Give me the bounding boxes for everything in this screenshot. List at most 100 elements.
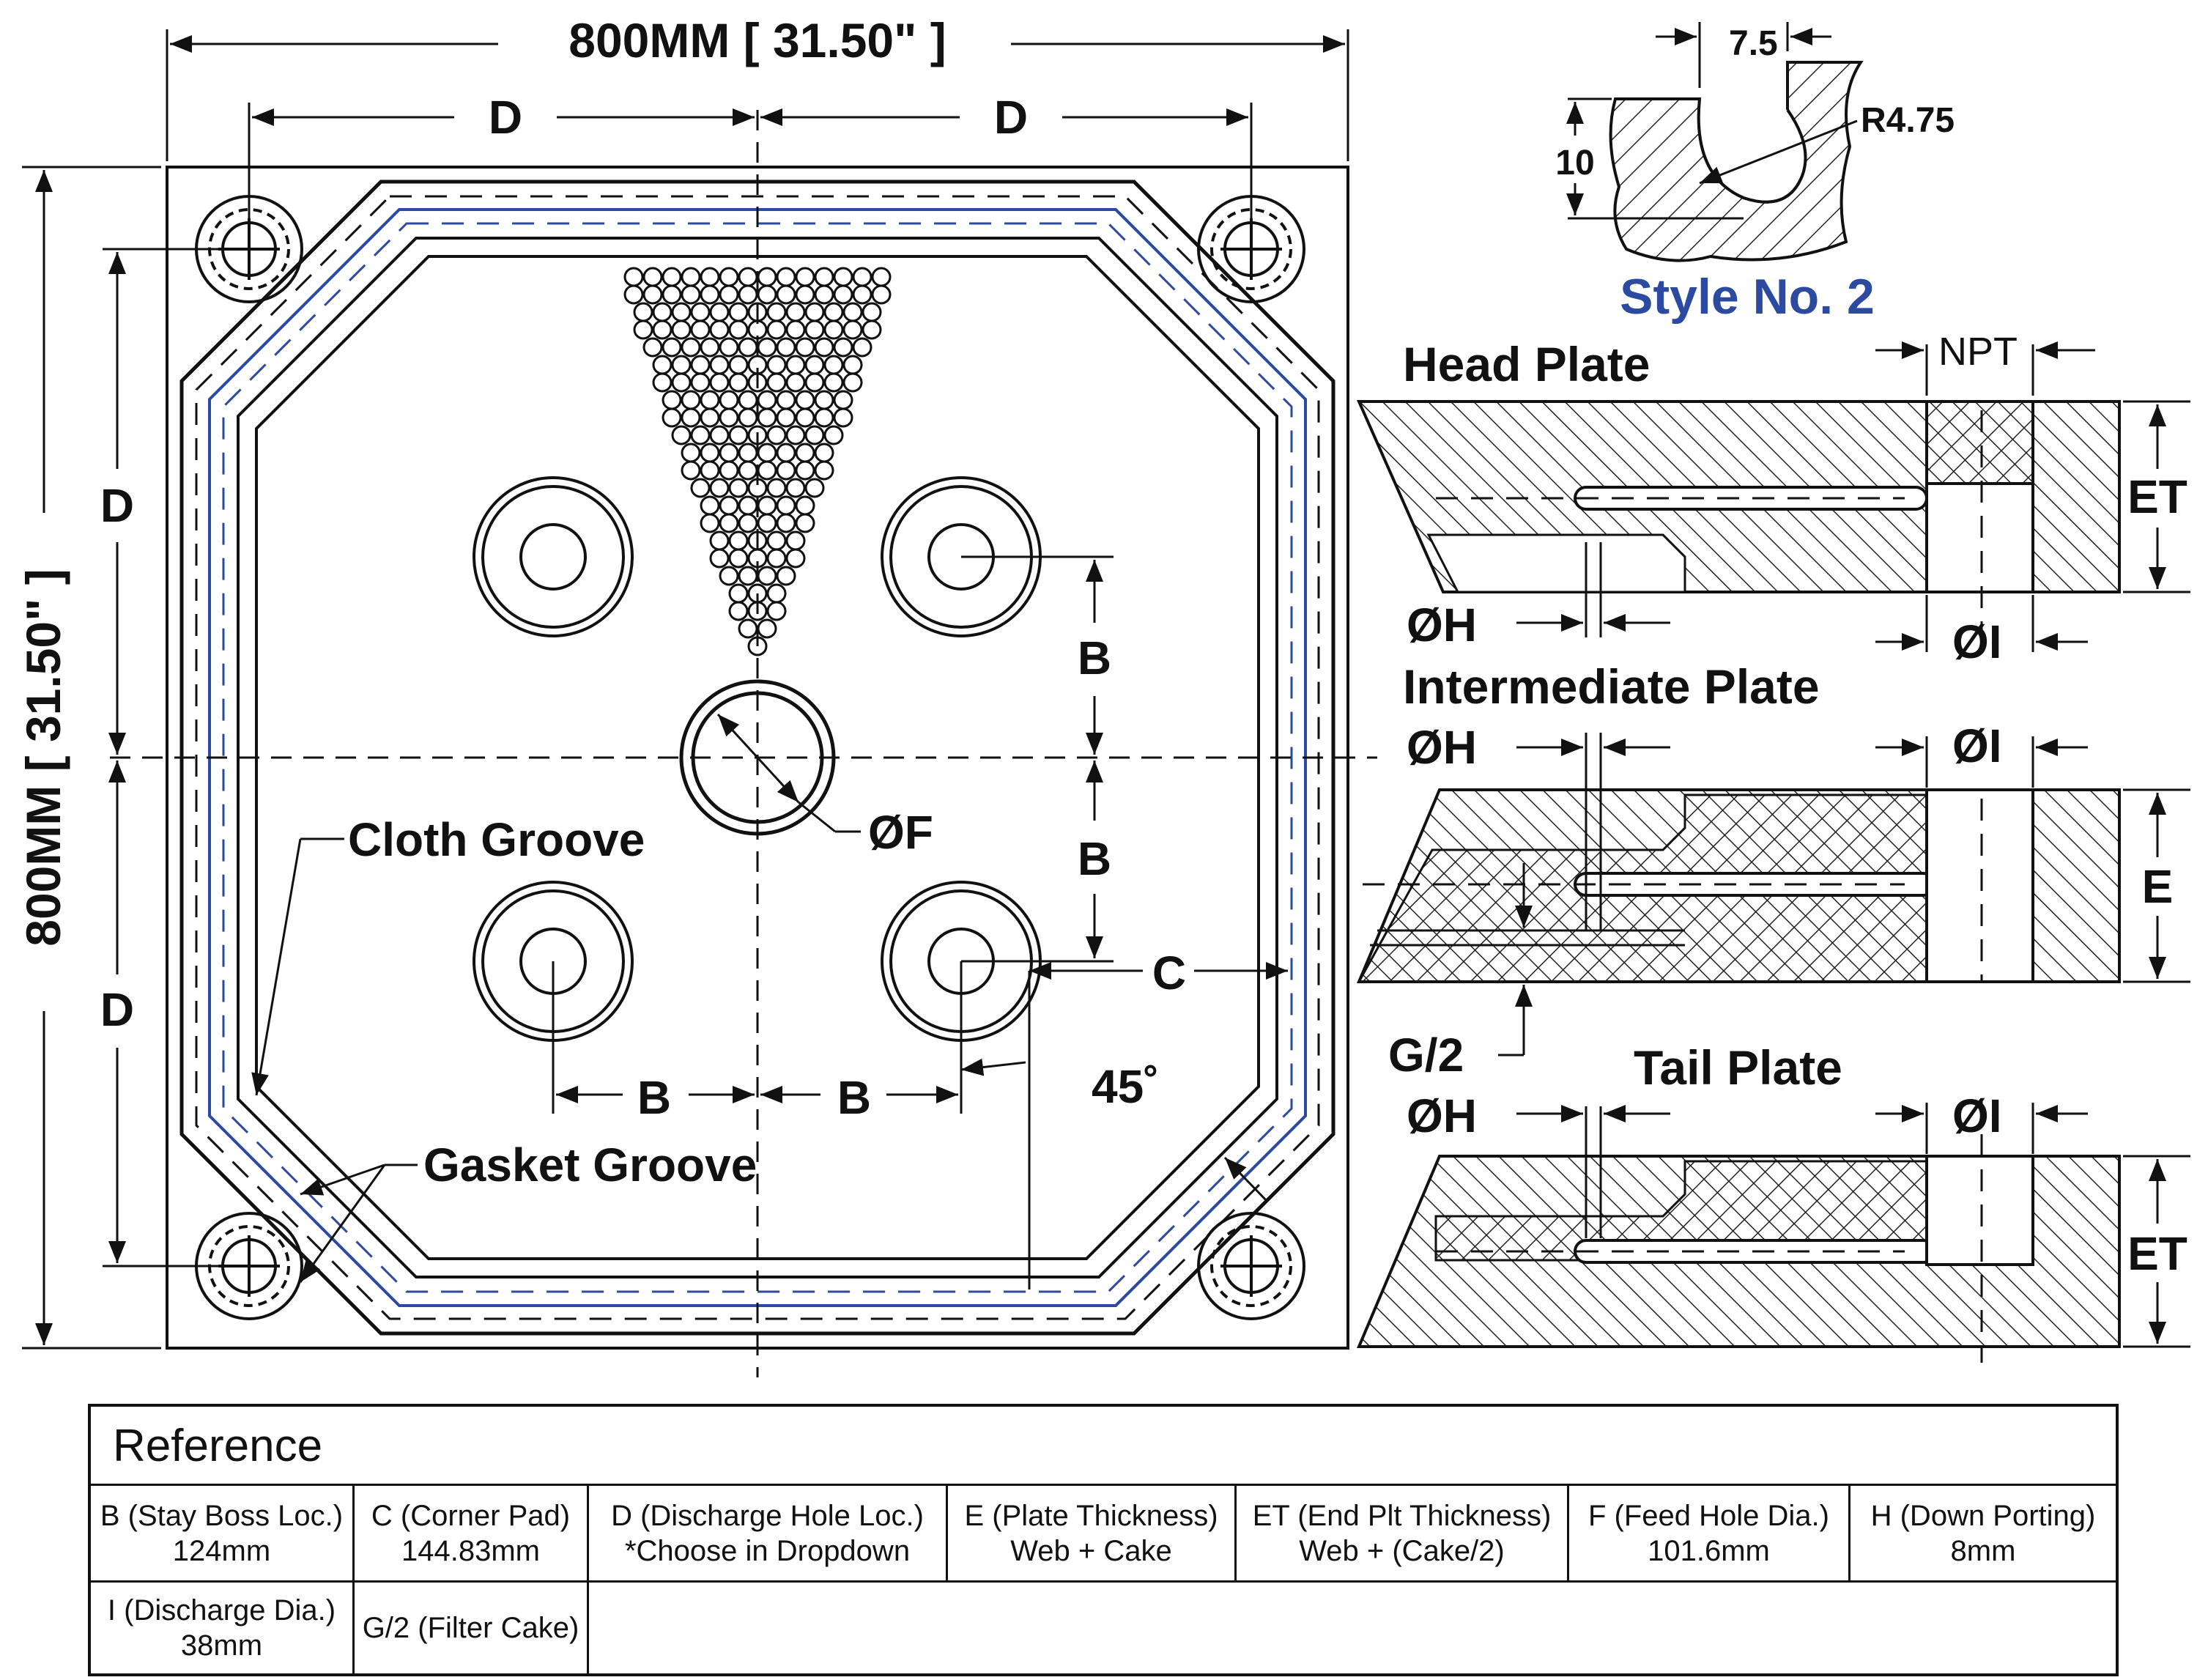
- drainage-dot: [776, 443, 796, 463]
- dim-d-top-right: D: [994, 91, 1028, 144]
- drainage-dot: [766, 530, 787, 551]
- drainage-dot: [728, 530, 749, 551]
- drainage-dot: [823, 302, 844, 322]
- intermediate-plate-dims: [1498, 733, 2190, 1057]
- drainage-dot: [795, 284, 815, 305]
- drainage-dot: [671, 425, 692, 445]
- drainage-dot: [728, 302, 749, 322]
- dim-c: C: [1152, 947, 1186, 999]
- reference-title: Reference: [91, 1407, 2116, 1486]
- dim-d-top-left: D: [489, 91, 522, 144]
- drainage-dot: [681, 284, 701, 305]
- drainage-dot: [709, 530, 730, 551]
- drainage-dot: [728, 319, 749, 340]
- drainage-dot: [719, 284, 739, 305]
- dim-b-bottom-right: B: [837, 1071, 871, 1124]
- drainage-dot: [833, 267, 853, 287]
- ref-value: *Choose in Dropdown: [624, 1534, 911, 1567]
- drainage-dot: [738, 618, 758, 639]
- style-detail: [1609, 61, 1864, 262]
- drainage-dot: [795, 407, 815, 428]
- drainage-dot: [700, 495, 720, 516]
- drainage-dot: [700, 284, 720, 305]
- drainage-dot: [700, 267, 720, 287]
- dim-b-right-top: B: [1078, 632, 1111, 684]
- drainage-dot: [728, 478, 749, 498]
- tail-et-label: ET: [2127, 1227, 2187, 1280]
- drainage-dot: [842, 372, 863, 393]
- drainage-dot: [719, 337, 739, 358]
- dim-d-left-bottom: D: [100, 983, 134, 1036]
- drainage-dot: [700, 513, 720, 533]
- drainage-dot: [662, 337, 682, 358]
- drainage-dot: [623, 284, 644, 305]
- drainage-dot: [738, 390, 758, 410]
- ref-name: D (Discharge Hole Loc.): [611, 1499, 924, 1532]
- drainage-dot: [785, 530, 806, 551]
- inner-rim-2: [255, 255, 1260, 1260]
- stay-boss-tl: [473, 476, 634, 637]
- style-radius-label: R4.75: [1861, 101, 1955, 140]
- drainage-dot: [852, 284, 873, 305]
- drainage-dot: [719, 407, 739, 428]
- drainage-dot: [795, 390, 815, 410]
- drainage-dot: [833, 284, 853, 305]
- ref-name: B (Stay Boss Loc.): [100, 1499, 344, 1532]
- drainage-dot: [700, 460, 720, 481]
- drainage-dot: [766, 583, 787, 604]
- drainage-dot: [814, 337, 834, 358]
- drainage-dot: [728, 355, 749, 375]
- ref-value: 101.6mm: [1648, 1534, 1770, 1567]
- drainage-dot: [862, 302, 882, 322]
- drainage-dot: [728, 425, 749, 445]
- overall-height-label: 800MM [ 31.50" ]: [16, 569, 70, 947]
- drainage-dot: [719, 460, 739, 481]
- style-title: Style No. 2: [1620, 269, 1875, 325]
- drainage-dot: [766, 601, 787, 621]
- drainage-dot: [785, 372, 806, 393]
- drainage-dot: [652, 302, 673, 322]
- drainage-dot: [709, 319, 730, 340]
- drainage-dot: [757, 566, 777, 586]
- drainage-dot: [776, 284, 796, 305]
- drainage-dot: [757, 284, 777, 305]
- drainage-dot: [738, 566, 758, 586]
- style-detail-dims: [1566, 22, 1858, 220]
- gasket-groove-label: Gasket Groove: [423, 1139, 757, 1191]
- drainage-dot: [814, 390, 834, 410]
- ref-name: E (Plate Thickness): [964, 1499, 1218, 1532]
- style-width-label: 7.5: [1729, 24, 1778, 63]
- drainage-dot: [652, 372, 673, 393]
- ref-value: 124mm: [172, 1534, 271, 1567]
- drainage-dot: [738, 495, 758, 516]
- drainage-dot: [785, 478, 806, 498]
- drainage-dot: [757, 443, 777, 463]
- drainage-dot: [776, 390, 796, 410]
- drainage-dot: [871, 267, 892, 287]
- drainage-dot: [804, 372, 825, 393]
- tail-i-label: ØI: [1952, 1089, 2002, 1142]
- drainage-dot: [642, 267, 663, 287]
- drainage-dot: [804, 478, 825, 498]
- dim-b-right-bottom: B: [1078, 832, 1111, 885]
- head-i-label: ØI: [1952, 615, 2002, 668]
- drainage-dot: [776, 460, 796, 481]
- drainage-dot: [785, 355, 806, 375]
- drainage-dot: [785, 319, 806, 340]
- drainage-dot: [757, 460, 777, 481]
- drainage-dot: [738, 337, 758, 358]
- head-plate-section: [1356, 400, 2121, 645]
- drainage-dot: [871, 284, 892, 305]
- drainage-dot: [719, 267, 739, 287]
- ref-cell-et: ET (End Plt Thickness)Web + (Cake/2): [1237, 1486, 1569, 1580]
- drainage-dot: [757, 618, 777, 639]
- drainage-dot: [842, 302, 863, 322]
- reference-table: Reference B (Stay Boss Loc.)124mm C (Cor…: [88, 1404, 2119, 1676]
- inner-rim-1: [237, 237, 1278, 1278]
- drainage-dot: [757, 407, 777, 428]
- drainage-dot: [823, 372, 844, 393]
- drainage-dot: [681, 407, 701, 428]
- drainage-dot: [671, 372, 692, 393]
- ref-name: C (Corner Pad): [371, 1499, 571, 1532]
- cloth-groove: [222, 222, 1293, 1293]
